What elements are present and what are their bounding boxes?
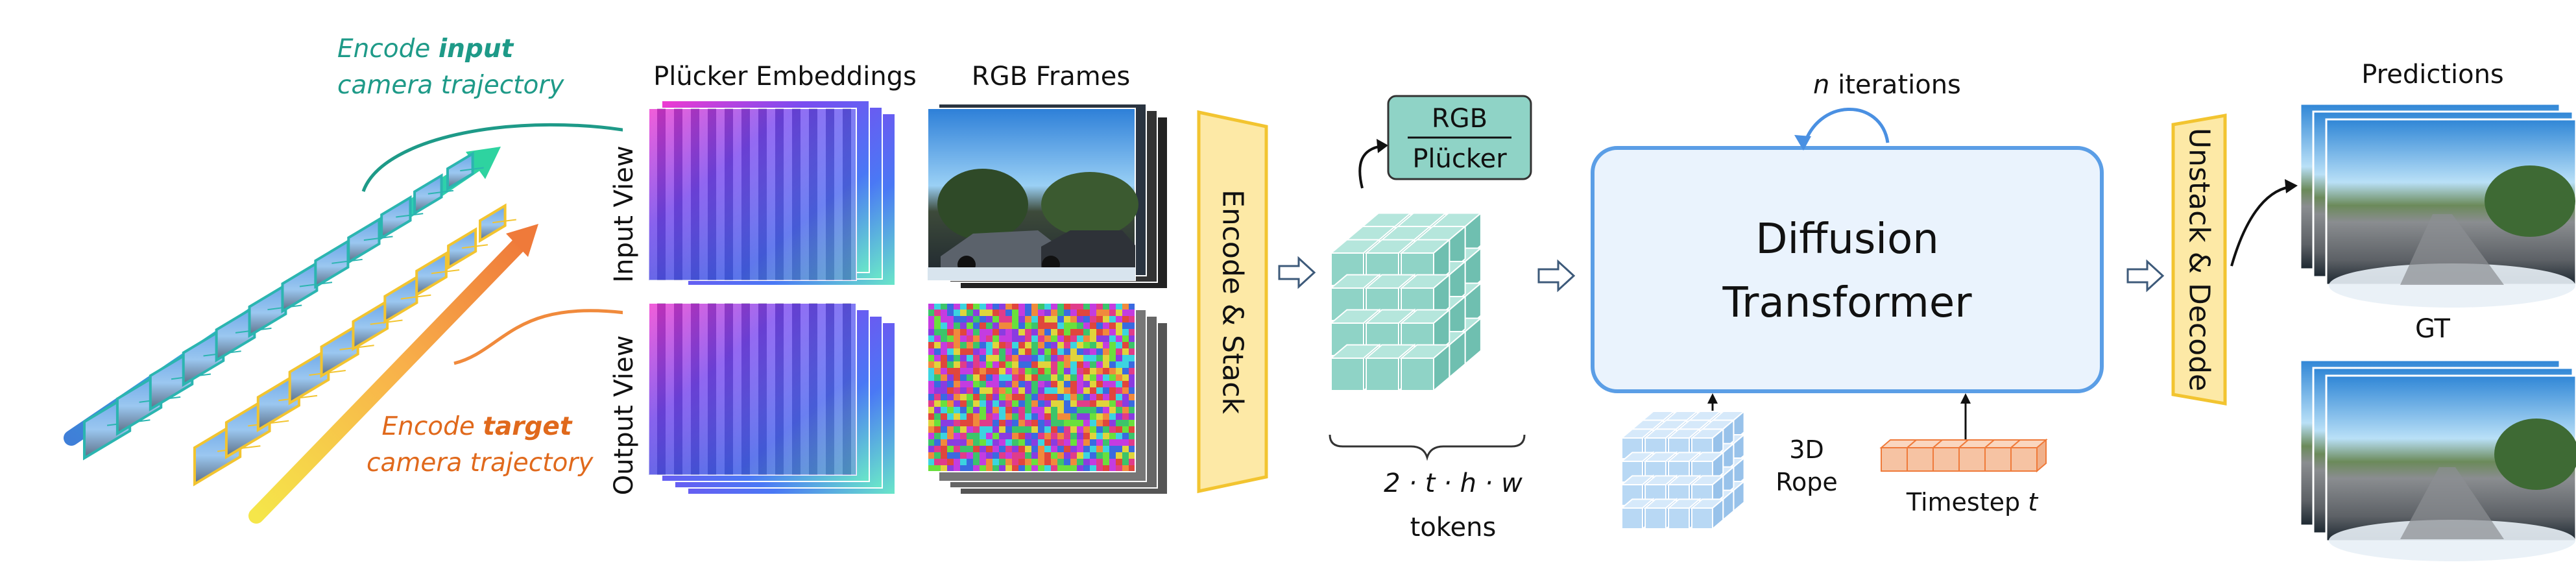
encode-stack-box [1197,110,1268,494]
rope-cube [1620,409,1746,531]
embedding-frames-graphic [649,100,1168,495]
input-camera-frame [413,173,454,216]
output-view-label: Output View [609,335,639,496]
unstack-decode-label: Unstack & Decode [2182,127,2216,392]
target-curve-arrow [453,309,623,365]
timestep-cell [1983,439,2022,472]
token-legend-top: RGB [1431,104,1488,134]
token-brace [1329,434,1526,461]
encode-target-label: Encode target camera trajectory [367,412,594,478]
trajectory-graphic [64,123,623,524]
rope-cell [1690,498,1725,531]
rope-arrowhead [1707,393,1718,404]
dit-section-graphic [1537,108,2104,531]
plucker-input-stack [649,100,896,286]
input-camera-frame [446,151,484,191]
input-view-label: Input View [609,145,639,283]
input-curve-arrow [361,123,623,192]
decode-output-arrow [2230,186,2291,267]
input-trajectory-arrowhead [466,147,501,179]
predictions-stack [2299,103,2576,308]
target-trajectory-arrow [248,234,530,524]
input-camera-frames [83,151,484,461]
flow-arrow-1 [1278,256,1316,289]
output-frames-graphic [2230,103,2576,561]
token-legend-bottom: Plücker [1412,144,1507,174]
timestep-cell [1905,439,1944,472]
timestep-label: Timestep t [1906,488,2038,516]
token-box-arrow [1358,145,1382,189]
iterations-loop-arrow [1801,108,1890,149]
rgb-output-stack [927,302,1168,495]
token-section-graphic [1278,95,1532,461]
token-cube [1329,212,1483,393]
iterations-label: n iterations [1813,70,1961,100]
timestep-arrowhead [1960,393,1971,404]
input-camera-frame [314,239,363,289]
gt-label: GT [2414,314,2450,344]
token-cell [1399,343,1452,393]
target-camera-frame [447,227,488,271]
encode-stack-label: Encode & Stack [1216,189,1249,414]
input-camera-frame [380,195,424,240]
unstack-decode-box [2171,114,2227,406]
target-trajectory-arrowhead [506,224,538,257]
plucker-header: Plücker Embeddings [653,62,917,91]
plucker-output-stack [649,302,896,495]
noise-frame [927,302,1136,472]
target-camera-frame [479,203,516,243]
iterations-arrowhead [1794,135,1811,151]
timestep-cell [1931,439,1970,472]
target-camera-frame [383,274,431,324]
token-box-arrowhead [1377,139,1388,153]
input-camera-frame [347,217,393,265]
decode-output-arrowhead [2285,179,2298,193]
flow-arrow-3 [2126,259,2165,293]
dit-box [1591,146,2104,393]
predictions-label: Predictions [2361,60,2504,90]
tokens-label: tokens [1410,513,1497,542]
target-camera-frames [193,203,516,487]
encode-input-label: Encode input camera trajectory [337,34,564,100]
target-camera-frame [415,250,460,297]
gt-stack [2299,359,2576,561]
rgb-header: RGB Frames [971,62,1131,91]
rgb-input-stack [927,103,1168,289]
token-formula: 2 · t · h · w [1384,468,1523,498]
timestep-embedding [1879,438,2048,473]
flow-arrow-2 [1537,259,1576,293]
decode-section-graphic [2126,114,2227,406]
